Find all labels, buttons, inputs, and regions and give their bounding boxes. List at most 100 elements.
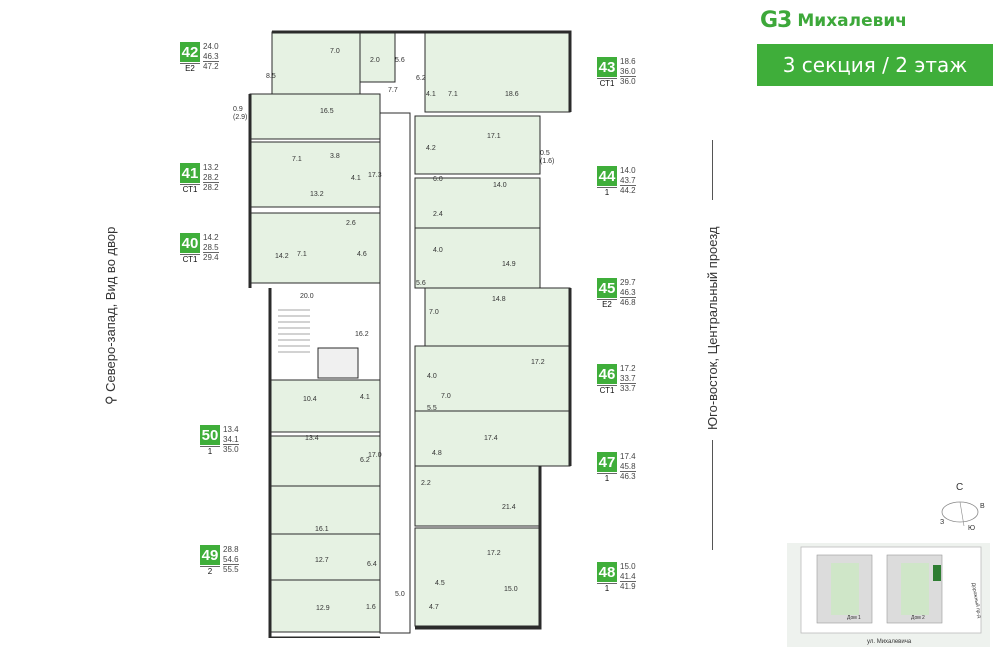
room-area-label: 4.8 <box>432 450 442 457</box>
room[interactable] <box>424 287 571 347</box>
room-area-label: 7.7 <box>388 87 398 94</box>
room[interactable] <box>269 435 381 487</box>
room-area-label: 7.0 <box>330 48 340 55</box>
room-area-label: 13.2 <box>310 191 324 198</box>
apartment-number: 41 <box>180 163 200 183</box>
total-area: 29.4 <box>203 252 219 262</box>
living-area: 15.0 <box>620 562 636 571</box>
room-area-label: 6.4 <box>367 561 377 568</box>
apartment-type: Е2 <box>180 63 200 73</box>
room-area-label: 0.9 <box>233 106 243 113</box>
living-area: 17.4 <box>620 452 636 461</box>
room-area-label: 4.1 <box>426 91 436 98</box>
room[interactable] <box>269 579 381 633</box>
room-area-label: 5.0 <box>395 591 405 598</box>
room[interactable] <box>269 379 381 433</box>
apartment-area: 34.1 <box>223 434 239 444</box>
location-icon: ⚲ <box>103 391 118 405</box>
compass-rose: С В Ю З <box>940 482 985 532</box>
room-area-label: 12.7 <box>315 557 329 564</box>
apartment-type: 1 <box>597 473 617 483</box>
apartment-number: 40 <box>180 233 200 253</box>
room[interactable] <box>249 93 381 140</box>
room[interactable] <box>249 212 381 284</box>
room-area-label: 17.4 <box>484 435 498 442</box>
living-area: 17.2 <box>620 364 636 373</box>
room[interactable] <box>269 485 386 535</box>
living-area: 13.4 <box>223 425 239 434</box>
apartment-type: СТ1 <box>597 78 617 88</box>
room[interactable] <box>249 141 381 208</box>
apartment-type: Е2 <box>597 299 617 309</box>
room-area-label: 7.1 <box>448 91 458 98</box>
room-area-label: 1.6 <box>366 604 376 611</box>
total-area: 55.5 <box>223 564 239 574</box>
apartment-type: СТ1 <box>180 184 200 194</box>
living-area: 14.0 <box>620 166 636 175</box>
room[interactable] <box>414 345 571 412</box>
room[interactable] <box>414 115 541 175</box>
apartment-number: 49 <box>200 545 220 565</box>
room-area-label: 0.5 <box>540 150 550 157</box>
living-area: 18.6 <box>620 57 636 66</box>
minimap-house2: Дом 2 <box>911 615 925 621</box>
room-area-label: 18.6 <box>505 91 519 98</box>
apartment-area: 46.3 <box>203 51 219 61</box>
orientation-left-text: Северо-запад, Вид во двор <box>103 226 118 392</box>
room-area-label: 10.4 <box>303 396 317 403</box>
room-area-label: (1.6) <box>540 158 554 165</box>
apartment-type: СТ1 <box>180 254 200 264</box>
room[interactable] <box>414 465 541 527</box>
room[interactable] <box>424 31 571 113</box>
room[interactable] <box>414 177 541 229</box>
room-area-label: 4.1 <box>351 175 361 182</box>
room[interactable] <box>414 227 541 289</box>
compass-n: С <box>956 482 963 493</box>
total-area: 35.0 <box>223 444 239 454</box>
living-area: 29.7 <box>620 278 636 287</box>
room-area-label: 7.0 <box>429 309 439 316</box>
room-area-label: 4.6 <box>357 251 367 258</box>
living-area: 14.2 <box>203 233 219 242</box>
living-area: 13.2 <box>203 163 219 172</box>
total-area: 46.3 <box>620 471 636 481</box>
room[interactable] <box>271 31 361 95</box>
brand-mark: G3 <box>760 8 792 33</box>
room-area-label: (2.9) <box>233 114 247 121</box>
apartment-area: 36.0 <box>620 66 636 76</box>
brand-name: Михалевич <box>797 10 907 31</box>
room-area-label: 3.8 <box>330 153 340 160</box>
room-area-label: 17.2 <box>487 550 501 557</box>
orientation-right-label: Юго-восток, Центральный проезд <box>705 226 720 431</box>
room-area-label: 2.0 <box>370 57 380 64</box>
orientation-right-line-top <box>712 140 713 200</box>
room-area-label: 17.2 <box>531 359 545 366</box>
room-area-label: 2.6 <box>346 220 356 227</box>
site-minimap: Дом 1 Дом 2 ул. Михалевича Дорожный пр-д <box>787 543 990 647</box>
room-area-label: 4.1 <box>360 394 370 401</box>
room-area-label: 6.0 <box>433 176 443 183</box>
room[interactable] <box>414 527 541 627</box>
room-area-label: 15.0 <box>504 586 518 593</box>
